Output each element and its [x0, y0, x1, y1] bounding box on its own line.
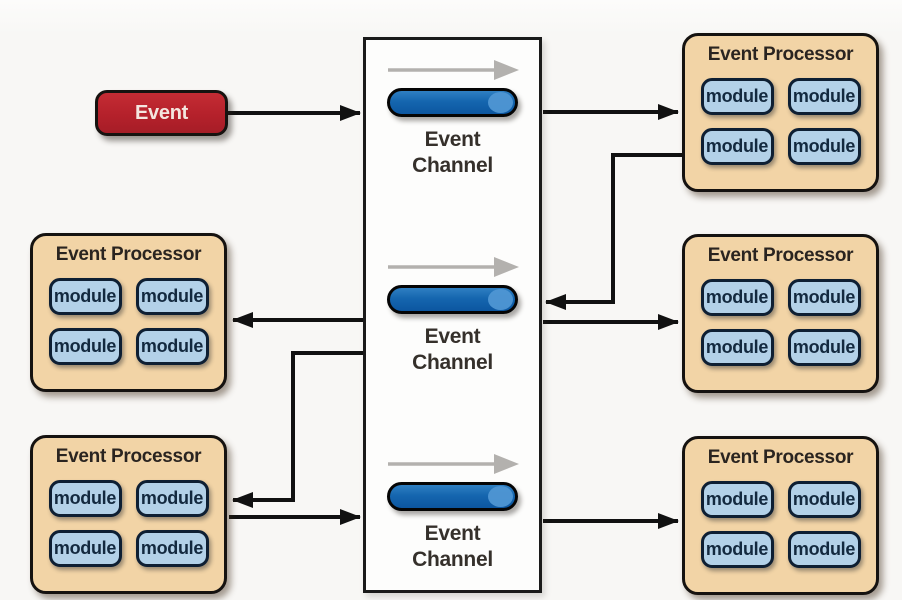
module: module [787, 531, 861, 568]
event-channel-bottom: Event Channel [366, 452, 539, 573]
event-channel-middle: Event Channel [366, 255, 539, 376]
processor-left-middle: Event Processor module module module mod… [30, 233, 227, 392]
module-grid: module module module module [685, 279, 876, 366]
module-grid: module module module module [685, 78, 876, 165]
module: module [787, 481, 861, 518]
pill-highlight [488, 92, 513, 113]
channel-queue-pill [387, 482, 518, 511]
pill-highlight [488, 486, 513, 507]
module: module [787, 279, 861, 316]
channel-label: Event Channel [412, 128, 493, 177]
module: module [48, 530, 122, 567]
flow-direction-icon [387, 454, 519, 474]
processor-right-middle: Event Processor module module module mod… [682, 234, 879, 393]
flow-direction-icon [387, 60, 519, 80]
event-channel-container: Event Channel Event Channel [363, 37, 542, 593]
module: module [48, 278, 122, 315]
arrow-channel-middle-to-left-bottom-processor [232, 351, 363, 508]
pill-highlight [488, 289, 513, 310]
arrow-right-top-processor-to-channel-middle [545, 153, 682, 310]
module: module [700, 481, 774, 518]
processor-title: Event Processor [707, 245, 854, 266]
event-channel-top: Event Channel [366, 58, 539, 179]
module: module [135, 328, 209, 365]
module: module [700, 279, 774, 316]
module-grid: module module module module [33, 278, 224, 365]
module: module [135, 480, 209, 517]
flow-direction-icon [387, 257, 519, 277]
processor-title: Event Processor [707, 447, 854, 468]
event-node: Event [95, 90, 228, 136]
module-grid: module module module module [685, 481, 876, 568]
module: module [787, 329, 861, 366]
module: module [787, 78, 861, 115]
channel-queue-pill [387, 285, 518, 314]
processor-right-bottom: Event Processor module module module mod… [682, 436, 879, 595]
module: module [48, 480, 122, 517]
module: module [135, 278, 209, 315]
processor-left-bottom: Event Processor module module module mod… [30, 435, 227, 594]
channel-label: Event Channel [412, 522, 493, 571]
module: module [700, 329, 774, 366]
module-grid: module module module module [33, 480, 224, 567]
channel-queue-pill [387, 88, 518, 117]
processor-title: Event Processor [55, 244, 202, 265]
module: module [787, 128, 861, 165]
processor-right-top: Event Processor module module module mod… [682, 33, 879, 192]
module: module [48, 328, 122, 365]
module: module [700, 78, 774, 115]
module: module [700, 531, 774, 568]
module: module [700, 128, 774, 165]
channel-label: Event Channel [412, 325, 493, 374]
processor-title: Event Processor [55, 446, 202, 467]
module: module [135, 530, 209, 567]
processor-title: Event Processor [707, 44, 854, 65]
event-node-label: Event [135, 101, 188, 124]
